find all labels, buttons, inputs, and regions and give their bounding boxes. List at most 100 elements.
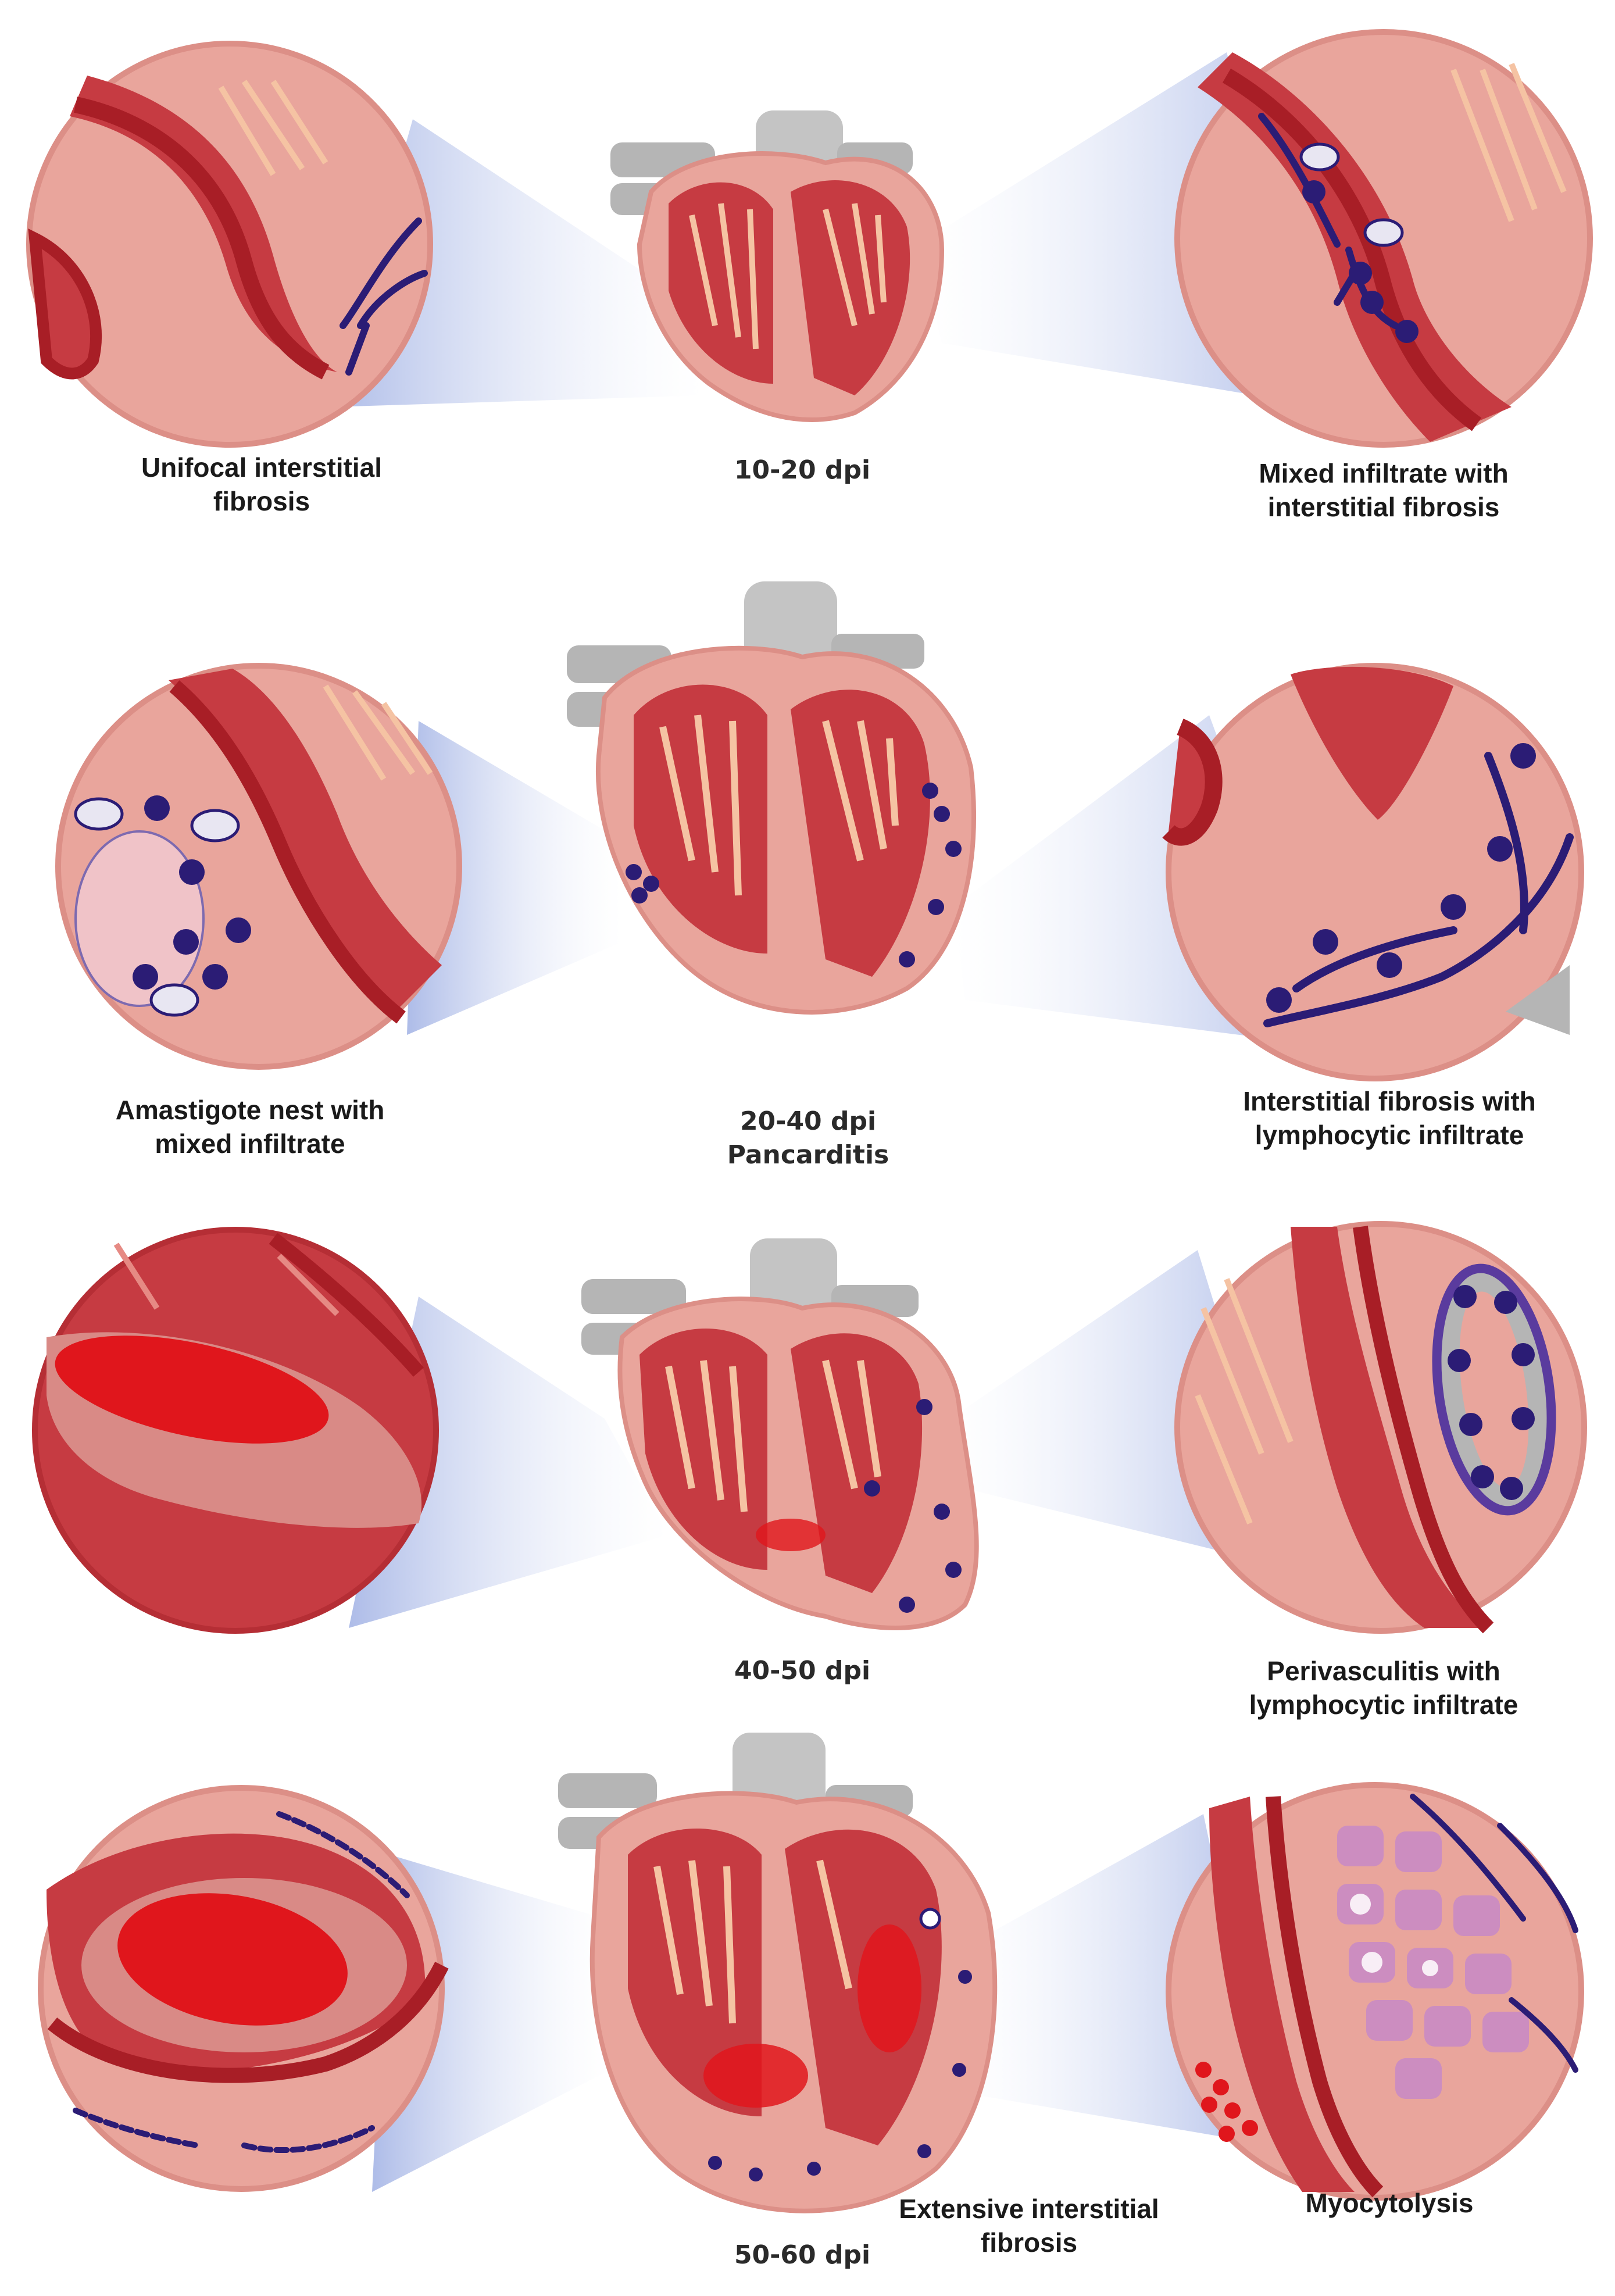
- heart-fibres: [659, 715, 899, 896]
- label-line: Myocytolysis: [1305, 2188, 1474, 2218]
- label-line: lymphocytic infiltrate: [1255, 1120, 1524, 1150]
- heart-infiltrate: [864, 1399, 962, 1613]
- label-line: mixed infiltrate: [155, 1129, 345, 1159]
- label-line: fibrosis: [213, 486, 310, 516]
- muscle-band: [1209, 1797, 1355, 2192]
- muscle-band-dark: [1353, 1226, 1494, 1634]
- heart-10-20-dpi: [610, 110, 945, 422]
- lymphocyte: [1302, 180, 1325, 203]
- heart-fibres: [689, 203, 887, 349]
- stage-line: 50-60 dpi: [734, 2240, 871, 2270]
- zoom-circle-bg: [1166, 663, 1584, 1081]
- stage-label-row-2: 20-40 dpi Pancarditis: [698, 1105, 919, 1172]
- amastigote-nest-small: [857, 1924, 921, 2052]
- label-line: Mixed infiltrate with: [1259, 458, 1509, 488]
- heart-ventricle-right: [791, 1333, 923, 1593]
- stage-line: Pancarditis: [727, 1140, 889, 1170]
- fibre-light: [323, 684, 433, 781]
- fibre-light: [1450, 63, 1567, 222]
- projection-beam-left: [407, 721, 622, 1035]
- stage-line: 20-40 dpi: [739, 1106, 877, 1136]
- heart-infiltrate: [708, 1970, 972, 2181]
- lymphocyte: [1349, 262, 1372, 285]
- muscle-band: [1198, 52, 1512, 442]
- muscle-band-lower: [28, 228, 102, 380]
- stage-label-row-1: 10-20 dpi: [698, 454, 907, 487]
- vessel-stub: [581, 1279, 686, 1314]
- muscle-wedge: [1291, 666, 1453, 820]
- label-line: Perivasculitis with: [1267, 1656, 1500, 1686]
- right-label-row-2: Interstitial fibrosis with lymphocytic i…: [1198, 1084, 1581, 1152]
- amastigote-nest-small: [756, 1519, 826, 1551]
- lymphocytes: [133, 795, 251, 990]
- muscle-band-dark: [169, 680, 406, 1024]
- heart-ventricle-right: [791, 690, 930, 977]
- vessel-stub: [558, 1773, 657, 1808]
- stage-label-row-4: 50-60 dpi: [698, 2238, 907, 2272]
- muscle-band-dark: [1266, 1796, 1384, 2198]
- amastigote-nest-small: [703, 2044, 808, 2108]
- label-line: interstitial fibrosis: [1267, 492, 1500, 522]
- fibrosis-strands: [340, 217, 428, 376]
- label-line: Extensive interstitial: [899, 2194, 1159, 2224]
- lymphocyte: [1360, 291, 1384, 314]
- heart-fibres: [665, 1359, 881, 1512]
- right-label-row-1: Mixed infiltrate with interstitial fibro…: [1209, 456, 1558, 524]
- amastigote-nest: [55, 1336, 329, 1444]
- zoom-circle-right-3: [1174, 1221, 1587, 1634]
- amastigote-nest: [74, 830, 205, 1007]
- stage-line: 10-20 dpi: [734, 455, 871, 485]
- row-4: [38, 1733, 1584, 2213]
- heart-20-40-dpi: [567, 581, 976, 1015]
- row-2: [55, 581, 1584, 1081]
- amastigote-nest: [117, 1893, 348, 2026]
- lysed-cells: [1350, 1894, 1438, 1976]
- zoom-circle-left-4: [38, 1785, 449, 2192]
- grey-edge: [1506, 965, 1570, 1035]
- left-label-row-2: Amastigote nest with mixed infiltrate: [76, 1093, 424, 1161]
- heart-50-60-dpi: [558, 1733, 998, 2213]
- marker-dot: [919, 1908, 941, 1930]
- fibre-light: [1195, 1278, 1294, 1524]
- muscle-band: [70, 76, 337, 372]
- fibrosis-strands: [1410, 1794, 1578, 2073]
- stage-line: 40-50 dpi: [734, 1656, 871, 1686]
- label-line: fibrosis: [980, 2227, 1078, 2258]
- zoom-circle-left-1: [26, 41, 433, 448]
- muscle-edge: [1162, 719, 1223, 846]
- muscle-band-dark: [47, 1962, 449, 2083]
- row-3: [32, 1221, 1587, 1634]
- fibrosis-strands: [1263, 752, 1574, 1027]
- right-label-row-3: Perivasculitis with lymphocytic infiltra…: [1209, 1654, 1558, 1722]
- muscle-band-dark: [74, 97, 330, 380]
- left-label-row-4: Extensive interstitial fibrosis: [855, 2192, 1203, 2259]
- macrophage: [1363, 218, 1404, 247]
- vessel-lumen: [1459, 1291, 1529, 1488]
- zoom-circle-right-4: [1166, 1782, 1584, 2201]
- row-1: [26, 29, 1593, 448]
- fibre-light: [113, 1242, 340, 1316]
- heart-40-50-dpi: [581, 1238, 979, 1630]
- lymphocytes: [1266, 743, 1536, 1013]
- muscle-band: [1291, 1227, 1482, 1628]
- zoom-circle-left-3: [32, 1227, 439, 1634]
- label-line: Amastigote nest with: [115, 1095, 385, 1125]
- macrophage: [190, 809, 240, 842]
- zoom-circle-right-2: [1162, 663, 1584, 1081]
- zoom-circle-left-2: [55, 663, 462, 1070]
- red-blood-cells: [1195, 2062, 1258, 2142]
- label-line: lymphocytic infiltrate: [1249, 1690, 1518, 1720]
- label-line: Unifocal interstitial: [141, 452, 383, 483]
- fibrosis-strands: [73, 1811, 410, 2153]
- heart-infiltrate: [626, 783, 962, 967]
- fibre-light: [218, 80, 328, 176]
- macrophage: [149, 983, 199, 1017]
- muscle-band-dark: [1222, 68, 1482, 431]
- left-label-row-1: Unifocal interstitial fibrosis: [99, 451, 424, 518]
- lymphocytes: [1448, 1285, 1535, 1500]
- stage-label-row-3: 40-50 dpi: [698, 1654, 907, 1688]
- macrophage: [74, 797, 124, 831]
- muscle-band-dark: [269, 1233, 424, 1377]
- right-label-row-4: Myocytolysis: [1267, 2186, 1512, 2220]
